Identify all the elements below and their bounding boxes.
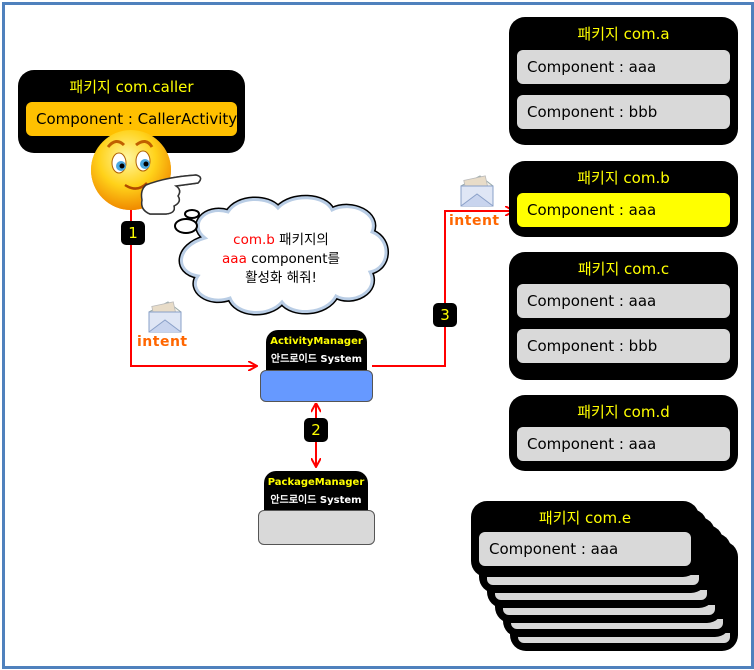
activity-manager-box[interactable]: [260, 370, 373, 402]
open-envelope-icon: [148, 301, 182, 333]
bubble-line2: component를: [246, 251, 340, 267]
caller-package: 패키지 com.caller Component : CallerActivit…: [18, 70, 245, 153]
thought-bubble: [174, 194, 389, 316]
component-bbb[interactable]: Component : bbb: [517, 329, 730, 363]
step-badge-3: 3: [433, 303, 457, 327]
component-aaa[interactable]: Component : aaa: [517, 50, 730, 84]
package-com-d: 패키지 com.d Component : aaa: [509, 395, 738, 471]
bubble-line3: 활성화 해줘!: [245, 270, 317, 286]
activity-manager-header: ActivityManager 안드로이드 System: [266, 330, 367, 374]
package-manager-name: PackageManager: [267, 477, 365, 488]
package-title: 패키지 com.b: [577, 169, 670, 187]
open-envelope-icon: [460, 175, 494, 207]
package-title: 패키지 com.a: [577, 25, 670, 43]
intent-label-right: intent: [449, 213, 500, 229]
component-aaa-highlighted[interactable]: Component : aaa: [517, 193, 730, 227]
package-manager-box[interactable]: [258, 510, 375, 545]
package-manager-header: PackageManager 안드로이드 System: [264, 471, 368, 515]
package-title: 패키지 com.caller: [69, 78, 194, 96]
connector-activity-manager-to-com-b: [372, 211, 513, 367]
package-com-a: 패키지 com.a Component : aaa Component : bb…: [509, 17, 738, 145]
step-badge-1: 1: [121, 221, 145, 245]
connector-caller-to-activity-manager: [130, 195, 256, 366]
target-component: aaa: [222, 251, 247, 267]
thought-bubble-text: com.b 패키지의 aaa component를 활성화 해줘!: [196, 231, 366, 288]
component-aaa[interactable]: Component : aaa: [517, 284, 730, 318]
component-bbb[interactable]: Component : bbb: [517, 95, 730, 129]
package-com-b: 패키지 com.b Component : aaa: [509, 161, 738, 237]
package-com-c: 패키지 com.c Component : aaa Component : bb…: [509, 252, 738, 380]
caller-component[interactable]: Component : CallerActivity: [26, 102, 237, 136]
package-title: 패키지 com.c: [577, 260, 670, 278]
activity-manager-name: ActivityManager: [270, 336, 363, 347]
intent-label-left: intent: [137, 334, 188, 350]
package-title: 패키지 com.e: [538, 509, 632, 527]
package-manager-subtitle: 안드로이드 System: [270, 495, 362, 506]
package-title: 패키지 com.d: [577, 403, 670, 421]
package-com-e: 패키지 com.e Component : aaa: [471, 501, 699, 577]
component-aaa[interactable]: Component : aaa: [517, 427, 730, 461]
target-package: com.b: [233, 232, 275, 248]
component-aaa[interactable]: Component : aaa: [479, 532, 691, 566]
step-badge-2: 2: [304, 418, 328, 442]
activity-manager-subtitle: 안드로이드 System: [270, 354, 363, 365]
bubble-line1: 패키지의: [274, 232, 329, 248]
